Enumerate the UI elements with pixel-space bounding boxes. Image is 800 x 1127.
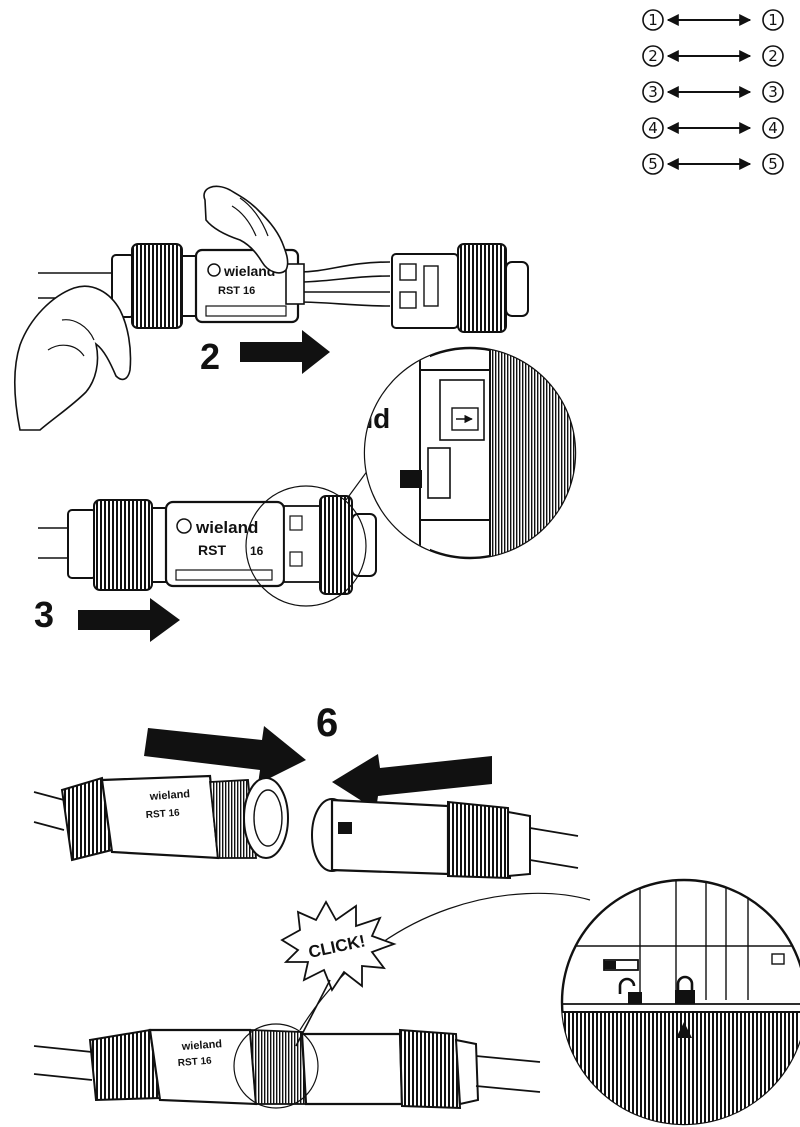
pin-right-4: 4 xyxy=(768,119,778,137)
pin-legend: 1 1 2 2 3 3 4 4 5 xyxy=(642,9,784,175)
model-text: RST 16 xyxy=(177,1056,212,1069)
brand-logo-icon xyxy=(207,263,221,277)
knurled-ring xyxy=(398,1028,462,1110)
pin-right-5: 5 xyxy=(768,155,778,173)
step3-assembly: wieland RST 16 3 xyxy=(34,439,391,642)
sleeve-housing xyxy=(330,798,450,876)
step6-assembly: 6 wieland RST 16 xyxy=(33,701,579,880)
rear-nut xyxy=(67,509,97,579)
mating-housing xyxy=(300,1032,404,1106)
step-3-arrow-icon xyxy=(78,598,180,642)
brand-text: wieland xyxy=(148,788,190,803)
housing-groove xyxy=(205,305,287,317)
pin-left-5: 5 xyxy=(648,155,658,173)
model-text: RST 16 xyxy=(218,285,255,297)
pin-row-4: 4 4 xyxy=(642,117,784,139)
pin-left-3: 3 xyxy=(648,83,658,101)
model-number-text: 16 xyxy=(250,544,264,558)
knurled-ring xyxy=(88,1028,162,1102)
pin-row-5: 5 5 xyxy=(642,153,784,175)
inner-wire xyxy=(297,275,391,283)
detail-marker-circle xyxy=(233,1023,319,1109)
step-3-label: 3 xyxy=(34,594,54,635)
pin-row-1: 1 1 xyxy=(642,9,784,31)
pin-left-4: 4 xyxy=(648,119,658,137)
model-text: RST xyxy=(198,542,226,558)
connected-assembly: wieland RST 16 CLICK! xyxy=(33,892,591,1110)
locked-icon xyxy=(675,975,695,1004)
pin-right-2: 2 xyxy=(768,47,778,65)
knurled-ring xyxy=(447,800,512,880)
connector-left-half: wieland RST 16 xyxy=(33,774,289,862)
knurled-ring xyxy=(93,499,153,591)
zoom-detail-2 xyxy=(560,878,800,1126)
front-knurled-ring xyxy=(457,243,507,333)
collar xyxy=(151,507,167,583)
brand-text: wieland xyxy=(223,263,275,279)
step-6-arrow-left-icon xyxy=(332,754,492,810)
front-knurled-ring xyxy=(319,495,353,595)
clamp-tab xyxy=(285,263,305,305)
step2-assembly: wieland RST 16 2 xyxy=(13,185,529,431)
pin-row-3: 3 3 xyxy=(642,81,784,103)
locking-ring xyxy=(209,779,257,859)
inner-wire xyxy=(297,261,391,273)
pin-left-1: 1 xyxy=(648,11,658,29)
detail-marker-circle xyxy=(245,485,367,607)
click-burst-icon xyxy=(280,900,397,992)
rear-nut xyxy=(454,1038,480,1106)
locking-ring xyxy=(249,1029,307,1105)
unlocked-icon xyxy=(618,977,642,1004)
click-pointer-line xyxy=(295,979,331,1047)
step-6-label: 6 xyxy=(316,701,338,745)
hand-bottom-icon xyxy=(13,285,132,431)
pin-row-2: 2 2 xyxy=(642,45,784,67)
knurled-ring xyxy=(131,243,183,329)
collar xyxy=(181,255,197,317)
step-6-arrow-right-icon xyxy=(144,726,306,784)
step-2-label: 2 xyxy=(200,336,220,377)
brand-logo-icon xyxy=(176,518,192,534)
hand-top-icon xyxy=(203,185,289,274)
pin-right-3: 3 xyxy=(768,83,778,101)
alignment-marker-icon xyxy=(676,1022,692,1038)
brand-text: wieland xyxy=(180,1038,222,1053)
inner-wire xyxy=(297,301,391,307)
model-text: RST 16 xyxy=(145,808,180,821)
pin-right-1: 1 xyxy=(768,11,778,29)
front-cap xyxy=(351,513,377,577)
rear-nut xyxy=(507,810,531,878)
brand-text: wieland xyxy=(195,518,258,537)
pin-left-2: 2 xyxy=(648,47,658,65)
step-2-arrow-icon xyxy=(240,330,330,374)
zoom-brand-fragment: nd xyxy=(356,403,390,434)
connector-right-half xyxy=(311,798,579,880)
front-cap xyxy=(505,261,529,317)
housing-groove xyxy=(175,569,273,581)
